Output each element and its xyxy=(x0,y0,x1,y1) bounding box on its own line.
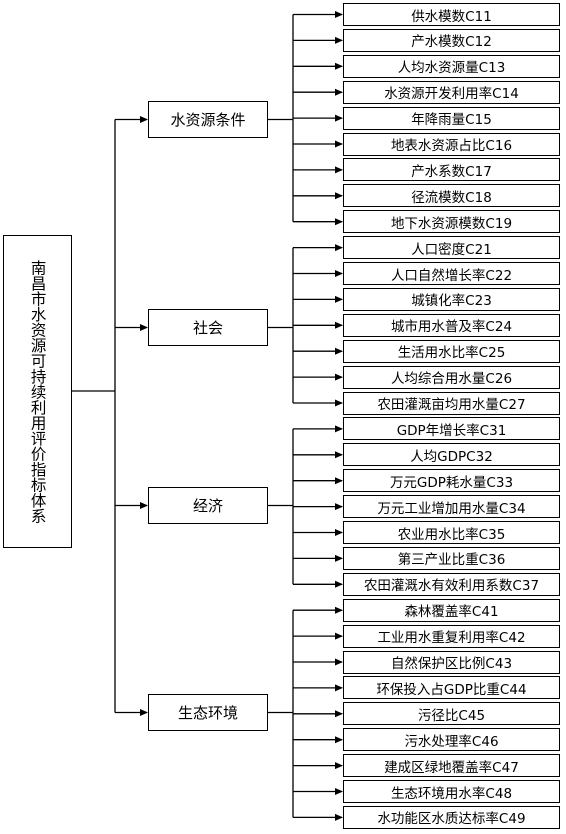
indicator-box: 自然保护区比例C43 xyxy=(343,650,560,674)
indicator-box: 农田灌溉亩均用水量C27 xyxy=(343,391,560,415)
indicator-box: 第三产业比重C36 xyxy=(343,546,560,570)
indicator-box: 人口自然增长率C22 xyxy=(343,262,560,285)
root-box: 南昌市水资源可持续利用评价指标体系 xyxy=(3,235,72,548)
indicator-box: GDP年增长率C31 xyxy=(343,417,560,441)
indicator-box: 地下水资源模数C19 xyxy=(343,210,560,234)
indicator-box: 万元GDP耗水量C33 xyxy=(343,469,560,493)
category-society-box: 社会 xyxy=(148,309,268,346)
indicator-box: 产水模数C12 xyxy=(343,28,560,52)
category-ecology-box: 生态环境 xyxy=(148,694,268,731)
indicator-box: 建成区绿地覆盖率C47 xyxy=(343,754,560,778)
indicator-box: 生活用水比率C25 xyxy=(343,339,560,363)
indicator-box: 城市用水普及率C24 xyxy=(343,313,560,337)
indicator-box: 农业用水比率C35 xyxy=(343,521,560,544)
indicator-box: 地表水资源占比C16 xyxy=(343,132,560,156)
indicator-box: 供水模数C11 xyxy=(343,3,560,26)
indicator-box: 人均水资源量C13 xyxy=(343,54,560,78)
indicator-box: 人口密度C21 xyxy=(343,236,560,260)
indicator-box: 水资源开发利用率C14 xyxy=(343,80,560,104)
category-water-resources-box: 水资源条件 xyxy=(148,101,268,138)
indicator-box: 工业用水重复利用率C42 xyxy=(343,624,560,648)
indicator-box: 污水处理率C46 xyxy=(343,728,560,752)
indicator-box: 产水系数C17 xyxy=(343,158,560,182)
indicator-box: 水功能区水质达标率C49 xyxy=(343,805,560,829)
indicator-box: 环保投入占GDP比重C44 xyxy=(343,676,560,700)
indicator-box: 污径比C45 xyxy=(343,702,560,726)
indicator-box: 农田灌溉水有效利用系数C37 xyxy=(343,572,560,596)
indicator-box: 人均综合用水量C26 xyxy=(343,365,560,389)
indicator-box: 生态环境用水率C48 xyxy=(343,780,560,803)
category-economy-box: 经济 xyxy=(148,487,268,524)
indicator-box: 径流模数C18 xyxy=(343,184,560,208)
indicator-box: 森林覆盖率C41 xyxy=(343,598,560,622)
indicator-box: 人均GDPC32 xyxy=(343,443,560,467)
indicator-box: 万元工业增加用水量C34 xyxy=(343,495,560,519)
indicator-box: 城镇化率C23 xyxy=(343,287,560,311)
indicator-box: 年降雨量C15 xyxy=(343,106,560,130)
